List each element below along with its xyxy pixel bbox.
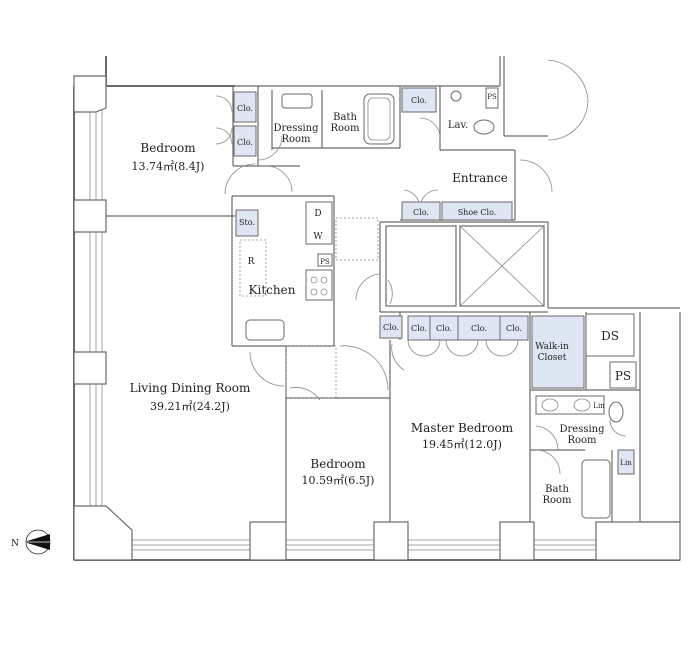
master-bedroom-name: Master Bedroom (411, 421, 514, 435)
bath-room-2-label-line-2: Room (542, 495, 572, 506)
dressing-room-1-label-line-1: Dressing (273, 123, 319, 134)
master-bedroom-area: 19.45㎡(12.0J) (422, 438, 502, 451)
dressing-room-2-label-line-1: Dressing (559, 424, 605, 435)
closet-label: Clo. (413, 208, 429, 217)
lav-label: Lav. (448, 120, 468, 131)
bath-room-2-label-line-1: Bath (545, 484, 569, 495)
structural-columns (73, 75, 681, 561)
shaft (385, 225, 545, 307)
storage-label: Sto. (239, 218, 255, 227)
closet-label: Clo. (237, 138, 253, 147)
closet-label: Clo. (383, 323, 399, 332)
pipe-shaft-label: PS (487, 93, 497, 101)
living-dining-room-name: Living Dining Room (130, 381, 251, 395)
shoe-closet-label: Shoe Clo. (458, 208, 497, 217)
washer-label: W (313, 232, 323, 242)
dishwasher-label: D (314, 209, 321, 219)
closet-label: Clo. (436, 324, 452, 333)
walk-in-closet-label-line-1: Walk-in (535, 342, 569, 352)
small-labels: Clo. Clo. Clo. Clo. Shoe Clo. Sto. D W R… (237, 93, 632, 467)
bedroom-1-name: Bedroom (140, 141, 196, 155)
duct-shaft-label: DS (601, 329, 619, 343)
closet-label: Clo. (471, 324, 487, 333)
fixtures (245, 87, 637, 519)
kitchen-label: Kitchen (249, 283, 296, 297)
compass-north-icon: N (11, 529, 52, 555)
pipe-shaft-label: PS (615, 369, 631, 383)
entrance-label: Entrance (452, 171, 508, 185)
bedroom-2-name: Bedroom (310, 457, 366, 471)
dashed-outlines (239, 217, 573, 399)
bath-room-1-label-line-2: Room (330, 123, 360, 134)
refrigerator-label: R (248, 257, 255, 267)
living-dining-room-area: 39.21㎡(24.2J) (150, 400, 230, 413)
closet-label: Clo. (411, 96, 427, 105)
closet-label: Clo. (411, 324, 427, 333)
closet-label: Clo. (237, 104, 253, 113)
north-label: N (11, 539, 19, 549)
room-labels: Bedroom 13.74㎡(8.4J) Living Dining Room … (130, 112, 605, 506)
dressing-room-2-label-line-2: Room (567, 435, 597, 446)
closets (233, 87, 635, 475)
pipe-shaft-label: PS (320, 258, 330, 266)
linen-label: Lin (593, 402, 605, 410)
bath-room-1-label-line-1: Bath (333, 112, 357, 123)
bedroom-2-area: 10.59㎡(6.5J) (302, 474, 375, 487)
bedroom-1-area: 13.74㎡(8.4J) (132, 160, 205, 173)
dressing-room-1-label-line-2: Room (281, 134, 311, 145)
interior-walls (106, 56, 640, 522)
closet-label: Clo. (506, 324, 522, 333)
doors (215, 59, 627, 475)
walk-in-closet-label-line-2: Closet (538, 353, 567, 363)
linen-label: Lin (620, 459, 632, 467)
